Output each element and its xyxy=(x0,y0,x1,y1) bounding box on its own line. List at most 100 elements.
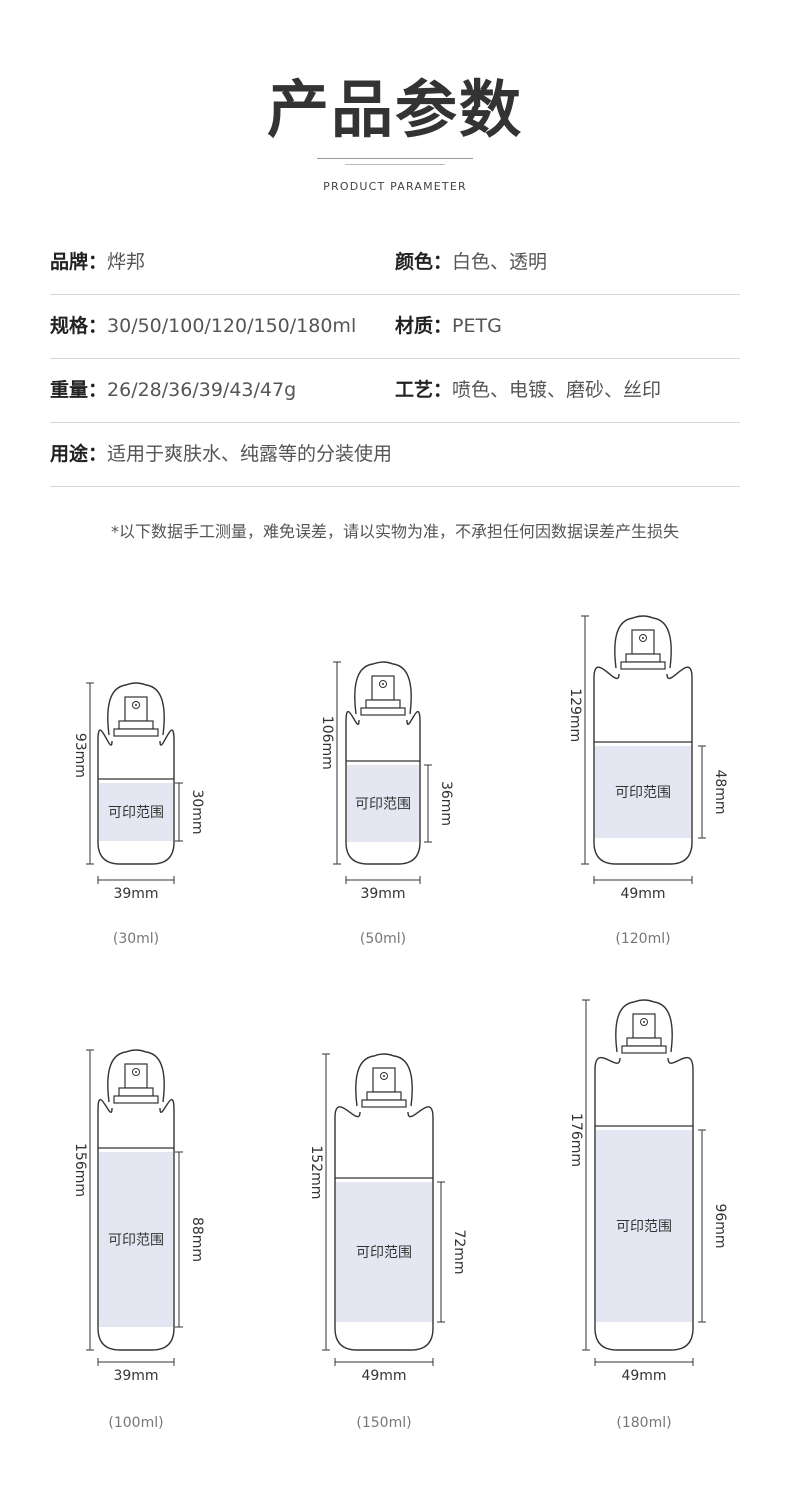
bottle-neck-ring xyxy=(113,1095,159,1104)
volume-label: (120ml) xyxy=(615,931,670,947)
volume-label: (100ml) xyxy=(108,1415,163,1431)
height-label: 106mm xyxy=(319,716,335,770)
spec-label: 用途： xyxy=(50,443,108,465)
nozzle-icon xyxy=(379,680,387,688)
page-title: 产品参数 xyxy=(266,73,523,146)
bottle-neck-ring xyxy=(621,1045,667,1054)
spec-usage: 用途：适用于爽肤水、纯露等的分装使用 xyxy=(50,422,392,486)
page-subtitle: PRODUCT PARAMETER xyxy=(323,180,467,193)
spec-label: 品牌： xyxy=(50,251,108,273)
spec-row-size: 规格：30/50/100/120/150/180ml 材质：PETG xyxy=(50,294,740,359)
width-label: 39mm xyxy=(113,886,158,902)
spec-value: 喷色、电镀、磨砂、丝印 xyxy=(452,379,662,401)
nozzle-icon xyxy=(640,1018,648,1026)
spec-process: 工艺：喷色、电镀、磨砂、丝印 xyxy=(395,358,661,422)
print-area-label: 可印范围 xyxy=(108,804,164,821)
width-label: 49mm xyxy=(620,886,665,902)
print-area-label: 可印范围 xyxy=(108,1232,164,1249)
volume-label: (150ml) xyxy=(356,1415,411,1431)
print-area-label: 可印范围 xyxy=(355,796,411,813)
nozzle-dot xyxy=(643,1021,645,1023)
title-divider xyxy=(317,158,473,159)
height-label: 176mm xyxy=(568,1113,584,1167)
bottle-cap xyxy=(107,1049,165,1103)
height-label: 156mm xyxy=(72,1143,88,1197)
width-label: 49mm xyxy=(361,1368,406,1384)
spec-value: 白色、透明 xyxy=(452,251,548,273)
bottle-neck-ring xyxy=(620,661,666,670)
spec-value: 26/28/36/39/43/47g xyxy=(107,379,297,401)
print-area-label: 可印范围 xyxy=(356,1244,412,1261)
bottle-cap xyxy=(107,682,165,736)
spray-collar xyxy=(118,720,154,730)
spec-material: 材质：PETG xyxy=(395,294,502,358)
spec-row-weight: 重量：26/28/36/39/43/47g 工艺：喷色、电镀、磨砂、丝印 xyxy=(50,358,740,423)
bottle-body xyxy=(593,666,693,865)
height-label: 129mm xyxy=(567,688,583,742)
bottle-body xyxy=(345,711,421,865)
spec-label: 工艺： xyxy=(395,379,453,401)
print-area-label: 可印范围 xyxy=(616,1218,672,1235)
nozzle-dot xyxy=(383,1075,385,1077)
print-height-label: 36mm xyxy=(438,781,454,826)
print-area-label: 可印范围 xyxy=(615,784,671,801)
print-height-label: 88mm xyxy=(189,1217,205,1262)
nozzle-icon xyxy=(132,701,140,709)
spec-label: 颜色： xyxy=(395,251,453,273)
spray-collar xyxy=(626,1037,662,1047)
volume-label: (50ml) xyxy=(360,931,406,947)
width-label: 39mm xyxy=(360,886,405,902)
bottle-body xyxy=(594,1056,694,1351)
print-area xyxy=(595,746,691,838)
print-area xyxy=(347,765,419,842)
spec-value: PETG xyxy=(452,315,502,337)
spec-row-brand: 品牌：烨邦 颜色：白色、透明 xyxy=(50,230,740,295)
print-height-label: 30mm xyxy=(189,789,205,834)
bottle-cap xyxy=(614,615,672,669)
spec-color: 颜色：白色、透明 xyxy=(395,230,547,294)
spec-value: 适用于爽肤水、纯露等的分装使用 xyxy=(107,443,393,465)
bottle-body xyxy=(97,1099,175,1351)
spec-brand: 品牌：烨邦 xyxy=(50,230,145,294)
nozzle-icon xyxy=(132,1068,140,1076)
print-area xyxy=(99,1152,173,1327)
spray-collar xyxy=(118,1087,154,1097)
bottle-body xyxy=(334,1106,434,1351)
volume-label: (180ml) xyxy=(616,1415,671,1431)
title-divider-short xyxy=(345,164,445,165)
nozzle-icon xyxy=(639,634,647,642)
bottle-cap xyxy=(355,1053,413,1107)
spec-weight: 重量：26/28/36/39/43/47g xyxy=(50,358,296,422)
bottle-body xyxy=(97,729,175,865)
nozzle-dot xyxy=(382,683,384,685)
spray-collar xyxy=(366,1091,402,1101)
height-label: 152mm xyxy=(308,1145,324,1199)
spec-value: 烨邦 xyxy=(107,251,146,273)
bottle-neck-ring xyxy=(361,1099,407,1108)
spec-value: 30/50/100/120/150/180ml xyxy=(107,315,357,337)
print-height-label: 48mm xyxy=(712,769,728,814)
spec-label: 材质： xyxy=(395,315,453,337)
print-area xyxy=(99,783,173,841)
spec-label: 规格： xyxy=(50,315,108,337)
measurement-note: *以下数据手工测量，难免误差，请以实物为准，不承担任何因数据误差产生损失 xyxy=(110,522,679,541)
bottle-cap xyxy=(615,999,673,1053)
bottle-neck-ring xyxy=(360,707,406,716)
height-label: 93mm xyxy=(72,733,88,778)
width-label: 49mm xyxy=(621,1368,666,1384)
nozzle-dot xyxy=(135,1071,137,1073)
spray-collar xyxy=(365,699,401,709)
spec-row-usage: 用途：适用于爽肤水、纯露等的分装使用 xyxy=(50,422,740,487)
volume-label: (30ml) xyxy=(113,931,159,947)
nozzle-icon xyxy=(380,1072,388,1080)
nozzle-dot xyxy=(135,704,137,706)
print-area xyxy=(596,1130,692,1322)
spec-label: 重量： xyxy=(50,379,108,401)
spray-collar xyxy=(625,653,661,663)
print-area xyxy=(336,1182,432,1322)
print-height-label: 96mm xyxy=(712,1203,728,1248)
width-label: 39mm xyxy=(113,1368,158,1384)
nozzle-dot xyxy=(642,637,644,639)
print-height-label: 72mm xyxy=(451,1229,467,1274)
